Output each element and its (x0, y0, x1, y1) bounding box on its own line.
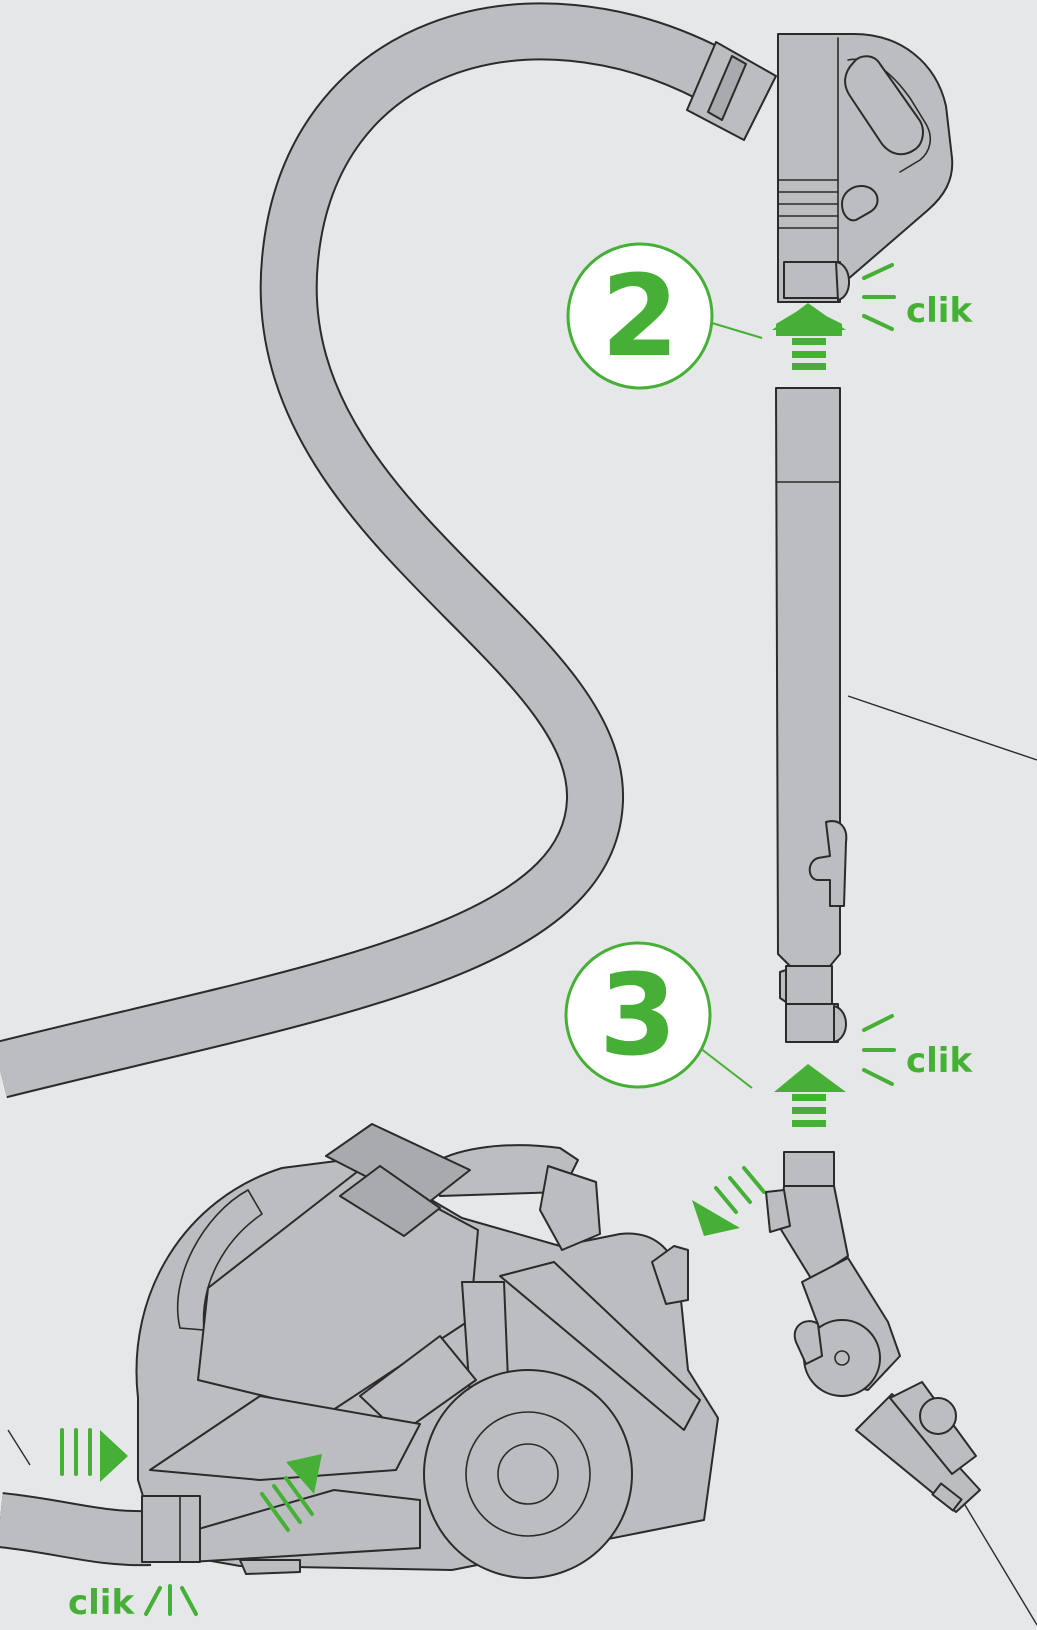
floor-tool-callout-line (962, 1500, 1037, 1625)
wand (776, 388, 846, 1042)
bottom-click-label: clik (68, 1583, 135, 1623)
step-3-number: 3 (599, 951, 677, 1081)
body-hose-inlet (0, 1496, 200, 1562)
wand-callout-line (848, 696, 1037, 760)
floor-tool-arrow (692, 1168, 764, 1236)
floor-tool (766, 1152, 980, 1512)
hose-handle (778, 34, 952, 302)
step-2-callout: 2 (568, 244, 762, 388)
upper-click-label: clik (906, 291, 973, 331)
vacuum-body (136, 1124, 718, 1578)
upper-click-indicator: clik (864, 265, 973, 331)
body-arrow-left (62, 1430, 128, 1482)
step-2-number: 2 (601, 252, 679, 382)
step-3-callout: 3 (566, 943, 752, 1088)
middle-click-indicator: clik (864, 1016, 973, 1084)
hose-callout-line (8, 1430, 30, 1465)
middle-assembly-arrow (774, 1064, 846, 1127)
bottom-click-indicator: clik (68, 1583, 196, 1623)
middle-click-label: clik (906, 1041, 973, 1081)
upper-assembly-arrow (772, 303, 846, 370)
hose (0, 31, 712, 1070)
